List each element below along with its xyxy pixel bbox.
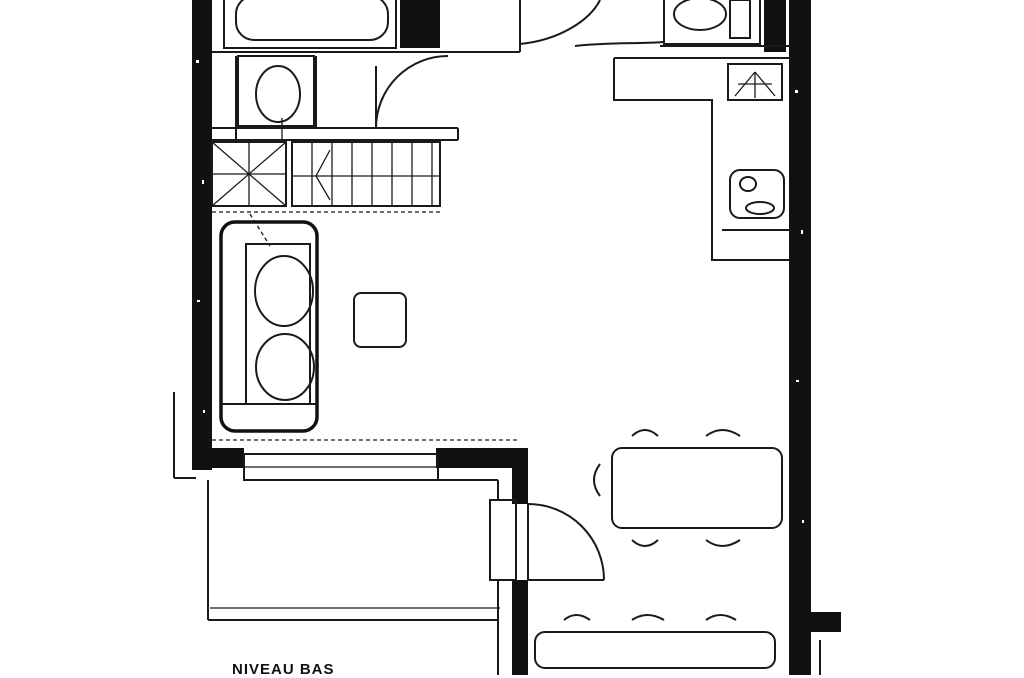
wall-east [789, 0, 811, 675]
kitchen [613, 57, 790, 261]
wall-mid-lower [512, 580, 528, 675]
staircase [211, 141, 441, 247]
bathroom [212, 0, 520, 141]
cooktop [729, 169, 785, 219]
balcony [173, 392, 821, 675]
chair-bottom-1 [631, 539, 659, 547]
wall-balcony-top [192, 448, 244, 468]
wall-west-upper [192, 0, 212, 470]
coffee-table [353, 292, 407, 348]
sofa-cushion-2 [255, 333, 315, 401]
wall-mid-top [436, 448, 528, 468]
bottom-table [534, 631, 776, 669]
entry-door [489, 499, 605, 581]
cooktop-burner-1 [739, 176, 757, 192]
wc [519, 0, 790, 52]
wall-top-partition-1 [400, 0, 440, 48]
toilet-bowl [673, 0, 727, 31]
bathtub [223, 0, 397, 49]
sofa-frame [219, 220, 319, 433]
dining-table [611, 447, 783, 529]
bathroom-door-swing [375, 55, 449, 129]
sink [727, 63, 783, 101]
entry-door-swing [527, 503, 605, 581]
washbasin [237, 55, 315, 127]
sofa [219, 220, 319, 433]
washbasin-bowl [255, 65, 301, 123]
cooktop-burner-2 [745, 201, 775, 215]
bottom-furniture [534, 614, 776, 669]
chair-top-1 [631, 429, 659, 437]
chair-left [593, 463, 601, 497]
exterior-walls [192, 0, 841, 675]
chair-bottom-2 [705, 539, 741, 547]
wall-mid-vertical [512, 460, 528, 504]
wc-door-swing [519, 0, 601, 45]
wall-top-partition-2 [764, 0, 786, 52]
kitchen-counter [613, 57, 790, 261]
wall-right-stub [811, 612, 841, 632]
sofa-cushion-1 [254, 255, 314, 327]
dining-area [593, 429, 783, 547]
toilet-tank [663, 0, 761, 45]
level-label: NIVEAU BAS [232, 661, 335, 678]
chair-top-2 [705, 429, 741, 437]
